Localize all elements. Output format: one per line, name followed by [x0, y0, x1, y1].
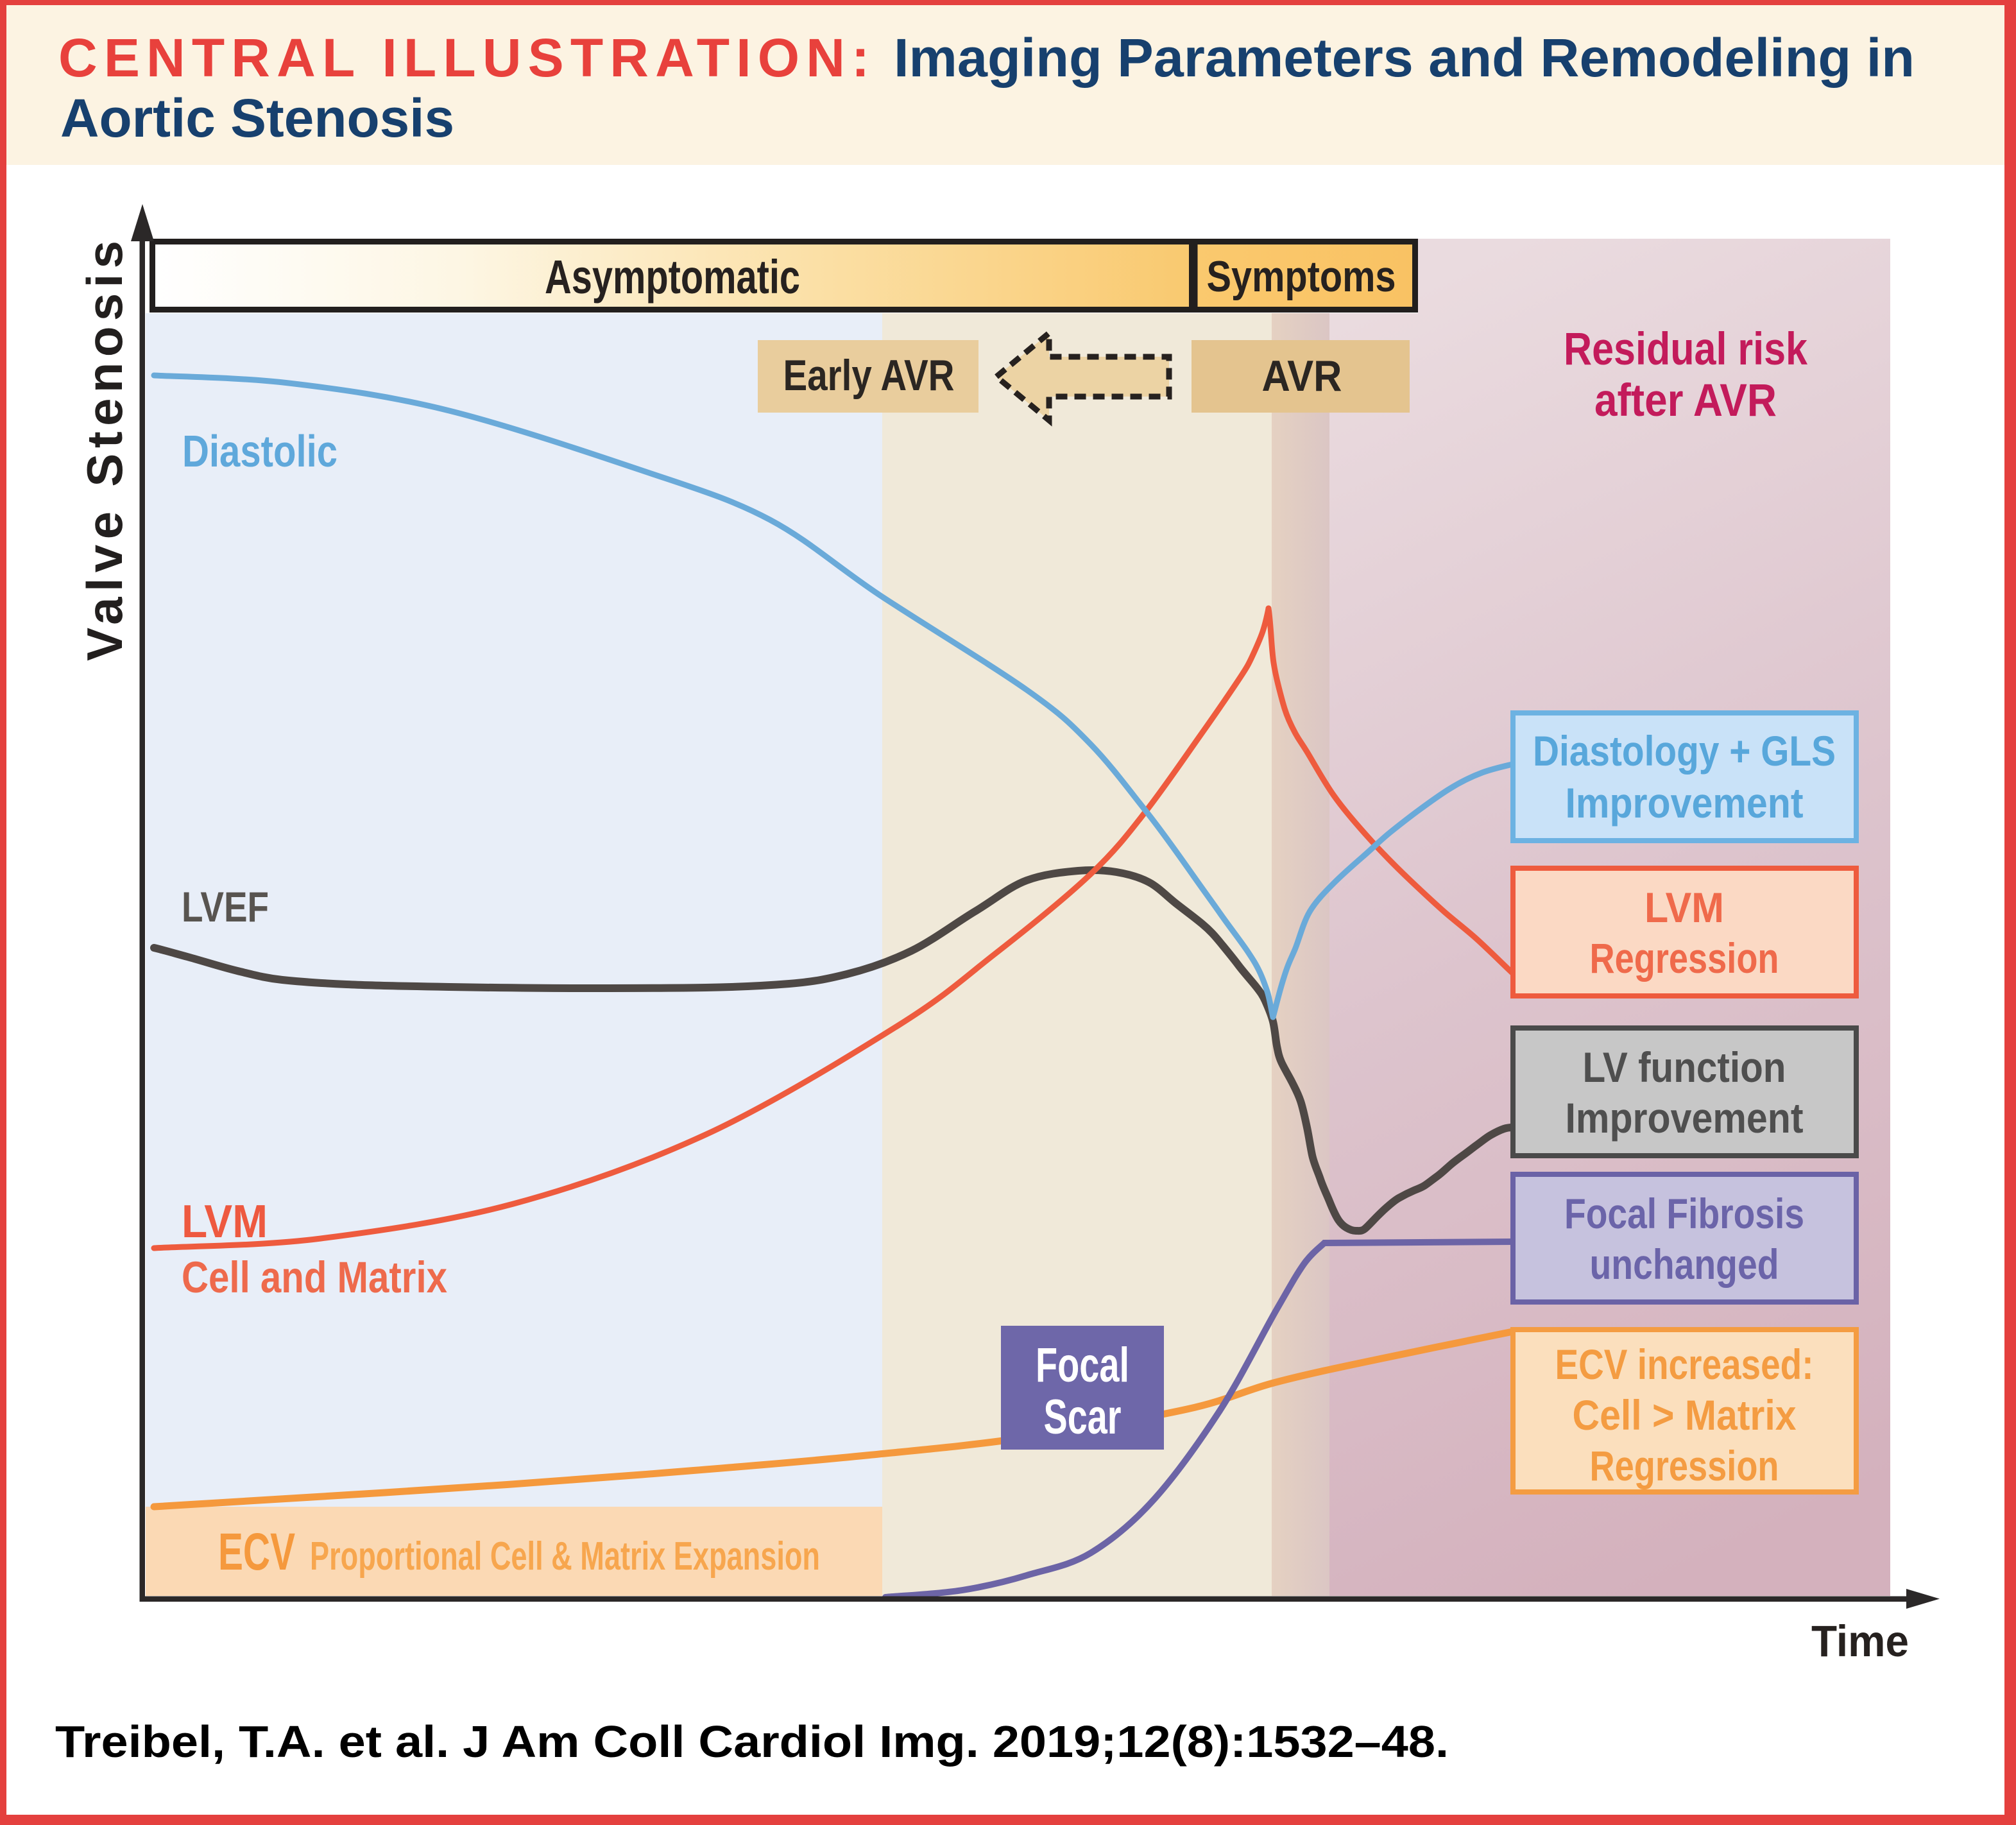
svg-text:Treibel, T.A. et al. J Am Coll: Treibel, T.A. et al. J Am Coll Cardiol I…	[55, 1717, 1449, 1767]
svg-text:Asymptomatic: Asymptomatic	[545, 250, 800, 304]
svg-text:Imaging Parameters and Remodel: Imaging Parameters and Remodeling in	[894, 28, 1915, 88]
svg-text:unchanged: unchanged	[1590, 1240, 1779, 1288]
svg-text:Early AVR: Early AVR	[783, 351, 955, 400]
svg-text:Cell > Matrix: Cell > Matrix	[1573, 1391, 1797, 1439]
svg-text:AVR: AVR	[1262, 352, 1342, 400]
svg-text:Improvement: Improvement	[1566, 1094, 1804, 1142]
svg-text:LVEF: LVEF	[182, 883, 269, 930]
svg-text:LVM: LVM	[1644, 884, 1724, 931]
svg-text:Cell and Matrix: Cell and Matrix	[182, 1253, 447, 1302]
svg-text:Symptoms: Symptoms	[1207, 252, 1396, 301]
svg-text:Diastology + GLS: Diastology + GLS	[1533, 727, 1836, 775]
svg-text:Focal Fibrosis: Focal Fibrosis	[1564, 1190, 1804, 1237]
svg-text:after AVR: after AVR	[1594, 375, 1777, 426]
svg-text:Residual risk: Residual risk	[1564, 324, 1807, 375]
svg-text:Regression: Regression	[1590, 1442, 1779, 1489]
svg-text:LVM: LVM	[182, 1196, 268, 1247]
svg-text:LV function: LV function	[1583, 1043, 1786, 1091]
svg-text:CENTRAL ILLUSTRATION:: CENTRAL ILLUSTRATION:	[58, 28, 869, 88]
svg-text:Time: Time	[1811, 1616, 1909, 1666]
svg-text:ECV increased:: ECV increased:	[1555, 1341, 1814, 1388]
svg-text:Regression: Regression	[1590, 934, 1779, 982]
svg-text:Scar: Scar	[1044, 1390, 1122, 1444]
svg-text:ECV: ECV	[218, 1523, 295, 1581]
svg-text:Proportional Cell & Matrix Exp: Proportional Cell & Matrix Expansion	[310, 1534, 820, 1579]
svg-text:Diastolic: Diastolic	[182, 426, 337, 476]
svg-text:Improvement: Improvement	[1566, 779, 1804, 827]
svg-text:Aortic Stenosis: Aortic Stenosis	[60, 88, 454, 148]
svg-text:Focal: Focal	[1036, 1338, 1129, 1392]
